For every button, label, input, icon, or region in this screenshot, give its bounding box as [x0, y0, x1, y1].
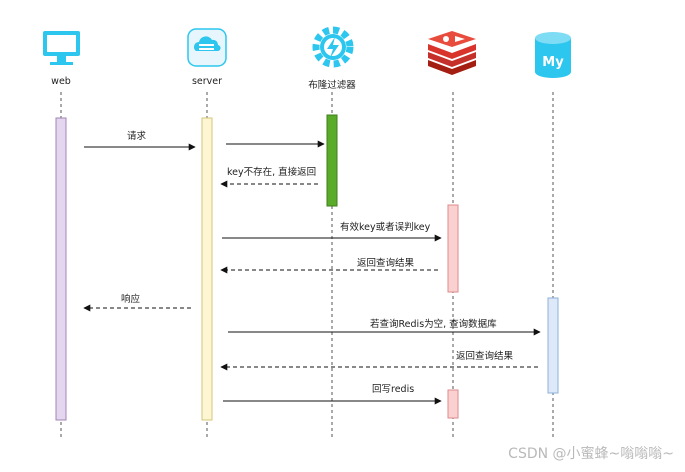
message-response: 响应 [83, 293, 191, 312]
activation-redis-1 [447, 204, 459, 293]
participant-label-web: web [51, 76, 71, 87]
monitor-icon [43, 31, 80, 65]
message-redis-return: 返回查询结果 [220, 257, 438, 274]
watermark-text: CSDN @小蜜蜂~嗡嗡嗡~ [508, 446, 674, 462]
svg-text:My: My [542, 55, 564, 70]
gear-lightning-icon [312, 26, 354, 68]
message-request: 请求 [84, 130, 196, 151]
message-key-missing-return: key不存在, 直接返回 [220, 166, 318, 188]
cloud-server-icon [187, 28, 227, 67]
participant-label-bloom-filter: 布隆过滤器 [308, 79, 356, 91]
activation-bloom-filter [326, 114, 338, 207]
message-write-back-redis: 回写redis [223, 384, 442, 405]
redis-icon [428, 31, 476, 75]
participant-label-server: server [192, 76, 222, 87]
message-label: 回写redis [372, 384, 414, 395]
message-query-database: 若查询Redis为空, 查询数据库 [228, 318, 541, 336]
mysql-database-icon: My [535, 32, 571, 78]
message-label: 返回查询结果 [456, 350, 514, 362]
message-label: 请求 [127, 130, 147, 142]
message-label: 若查询Redis为空, 查询数据库 [370, 318, 497, 330]
message-database-return: 返回查询结果 [220, 350, 538, 371]
activation-web [55, 117, 67, 421]
message-label: 返回查询结果 [357, 257, 415, 269]
message-valid-key-to-redis: 有效key或者误判key [222, 221, 442, 242]
activation-redis-2 [447, 389, 459, 419]
activation-mysql [547, 297, 559, 394]
message-label: 有效key或者误判key [340, 221, 431, 233]
activation-server [201, 117, 213, 421]
message-label: key不存在, 直接返回 [227, 166, 316, 178]
message-label: 响应 [121, 293, 141, 305]
